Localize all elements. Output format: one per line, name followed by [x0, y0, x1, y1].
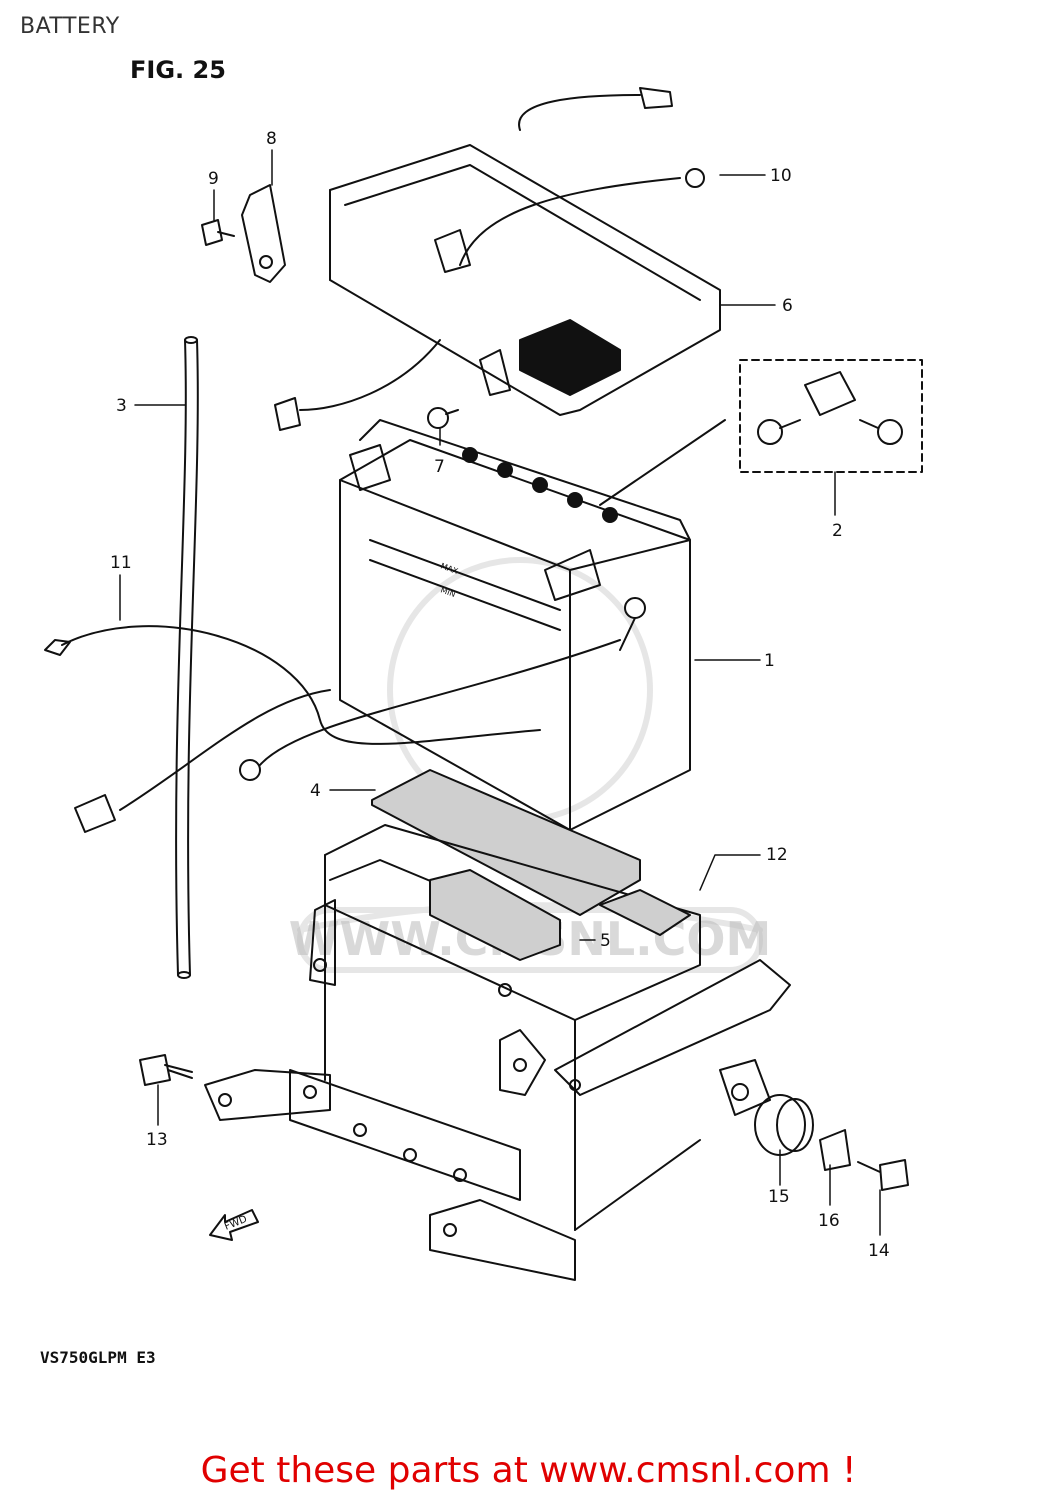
battery-1: MAX MIN: [339, 419, 691, 831]
cable-10: [274, 87, 705, 431]
callout-16: 16: [818, 1211, 840, 1231]
bolt-9: [201, 219, 235, 246]
model-code: VS750GLPM E3: [40, 1348, 156, 1367]
cmsnl-parts-link[interactable]: Get these parts at www.cmsnl.com !: [200, 1450, 857, 1491]
callout-9: 9: [208, 169, 219, 189]
battery-cover: [329, 144, 721, 416]
terminal-bolt-set-2: [599, 359, 923, 506]
callout-5: 5: [600, 931, 611, 951]
battery-max-mark: MAX: [439, 561, 459, 576]
bolt-14: [857, 1159, 909, 1191]
clamp-8: [241, 184, 286, 283]
callout-7: 7: [434, 457, 445, 477]
callout-3: 3: [116, 396, 127, 416]
callout-2: 2: [832, 521, 843, 541]
fwd-arrow-icon: FWD: [209, 1209, 259, 1241]
callout-4: 4: [310, 781, 321, 801]
callout-labels: 1 2 3 4 5 6 7 8 9 10 11 12 13 14 15 16: [110, 129, 890, 1261]
callout-13: 13: [146, 1130, 168, 1150]
lead-wire-11: [44, 597, 646, 833]
frame-bracket: [204, 959, 791, 1281]
page-title: BATTERY: [20, 14, 120, 39]
figure-label: FIG. 25: [130, 56, 226, 84]
callout-11: 11: [110, 553, 132, 573]
callout-6: 6: [782, 296, 793, 316]
callout-14: 14: [868, 1241, 890, 1261]
bolt-13: [139, 1054, 193, 1086]
battery-holder-12: [309, 824, 701, 1231]
screw-7: [427, 407, 459, 429]
cushion-15: [754, 1094, 814, 1156]
callout-1: 1: [764, 651, 775, 671]
callout-10: 10: [770, 166, 792, 186]
exploded-parts-diagram: WWW.CMSNL.COM: [44, 87, 923, 1281]
spacer-16: [819, 1129, 851, 1171]
breather-hose-3: [175, 336, 199, 979]
callout-8: 8: [266, 129, 277, 149]
callout-15: 15: [768, 1187, 790, 1207]
callout-12: 12: [766, 845, 788, 865]
battery-min-mark: MIN: [439, 585, 456, 599]
